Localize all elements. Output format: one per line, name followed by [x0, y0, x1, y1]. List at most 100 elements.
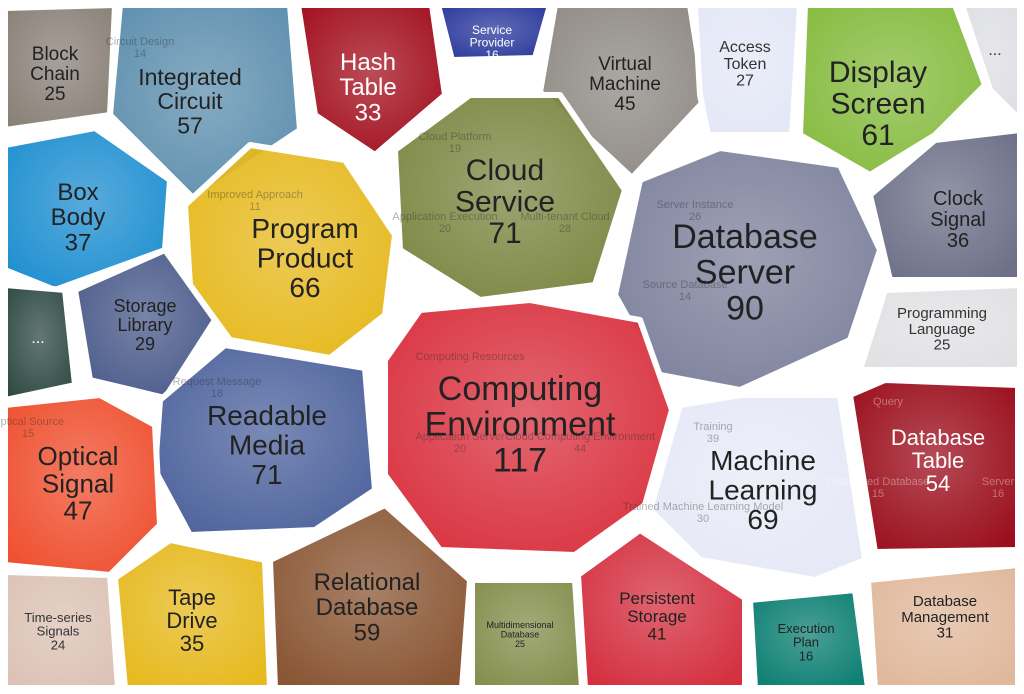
cell-inner-border: [113, 538, 272, 689]
cell-shape: [692, 2, 803, 138]
cell-more[interactable]: ...: [959, 2, 1023, 123]
cell-shape: [72, 247, 218, 401]
cell-shape: [435, 2, 553, 63]
cell-inner-border: [384, 298, 674, 557]
cell-value: 41: [648, 625, 667, 644]
cell-shape: [392, 92, 628, 303]
cell-inner-border: [748, 588, 870, 689]
cell-shape: [747, 587, 871, 691]
cell-shape: [647, 392, 868, 583]
cell-value: 69: [747, 504, 778, 535]
cell-inner-border: [153, 343, 377, 537]
cell-inner-border: [4, 393, 162, 577]
cell-shape: [575, 527, 748, 691]
cell-inner-border: [576, 528, 746, 689]
cell-shape: [865, 562, 1021, 691]
cell-shape: [152, 342, 378, 538]
cell-shape: [2, 569, 121, 691]
cell-value: 54: [926, 471, 950, 496]
cell-value: 61: [861, 119, 894, 152]
cell-shape: [2, 282, 78, 403]
cell-value: 29: [135, 334, 155, 354]
cell-inner-border: [538, 4, 707, 180]
child-label: Computing Resources: [416, 351, 525, 363]
cell-value: 25: [515, 639, 525, 649]
cell-label: ...: [988, 42, 1001, 59]
cell-shape: [382, 297, 675, 558]
cell-inner-border: [693, 4, 802, 136]
cell-value: 71: [488, 217, 521, 250]
cell-shape: [797, 2, 988, 178]
cell-value: 33: [355, 99, 382, 126]
cell-more[interactable]: ...: [2, 282, 78, 403]
child-label: Query: [873, 396, 903, 408]
cell-inner-border: [848, 378, 1019, 554]
cell-shape: [2, 392, 163, 578]
cell-value: 66: [289, 272, 320, 303]
cell-inner-border: [866, 563, 1019, 689]
cell-inner-border: [960, 4, 1021, 123]
cell-inner-border: [4, 283, 77, 402]
cell-value: 71: [251, 459, 282, 490]
cell-shape: [267, 502, 473, 691]
cell-value: 31: [937, 625, 954, 642]
cell-inner-border: [858, 283, 1021, 371]
cell-value: 37: [65, 229, 92, 256]
cell-value: 16: [799, 648, 813, 663]
cell-value: 59: [354, 619, 381, 646]
cell-inner-border: [268, 503, 472, 689]
cell-value: 27: [736, 73, 754, 90]
cell-inner-border: [648, 394, 867, 582]
